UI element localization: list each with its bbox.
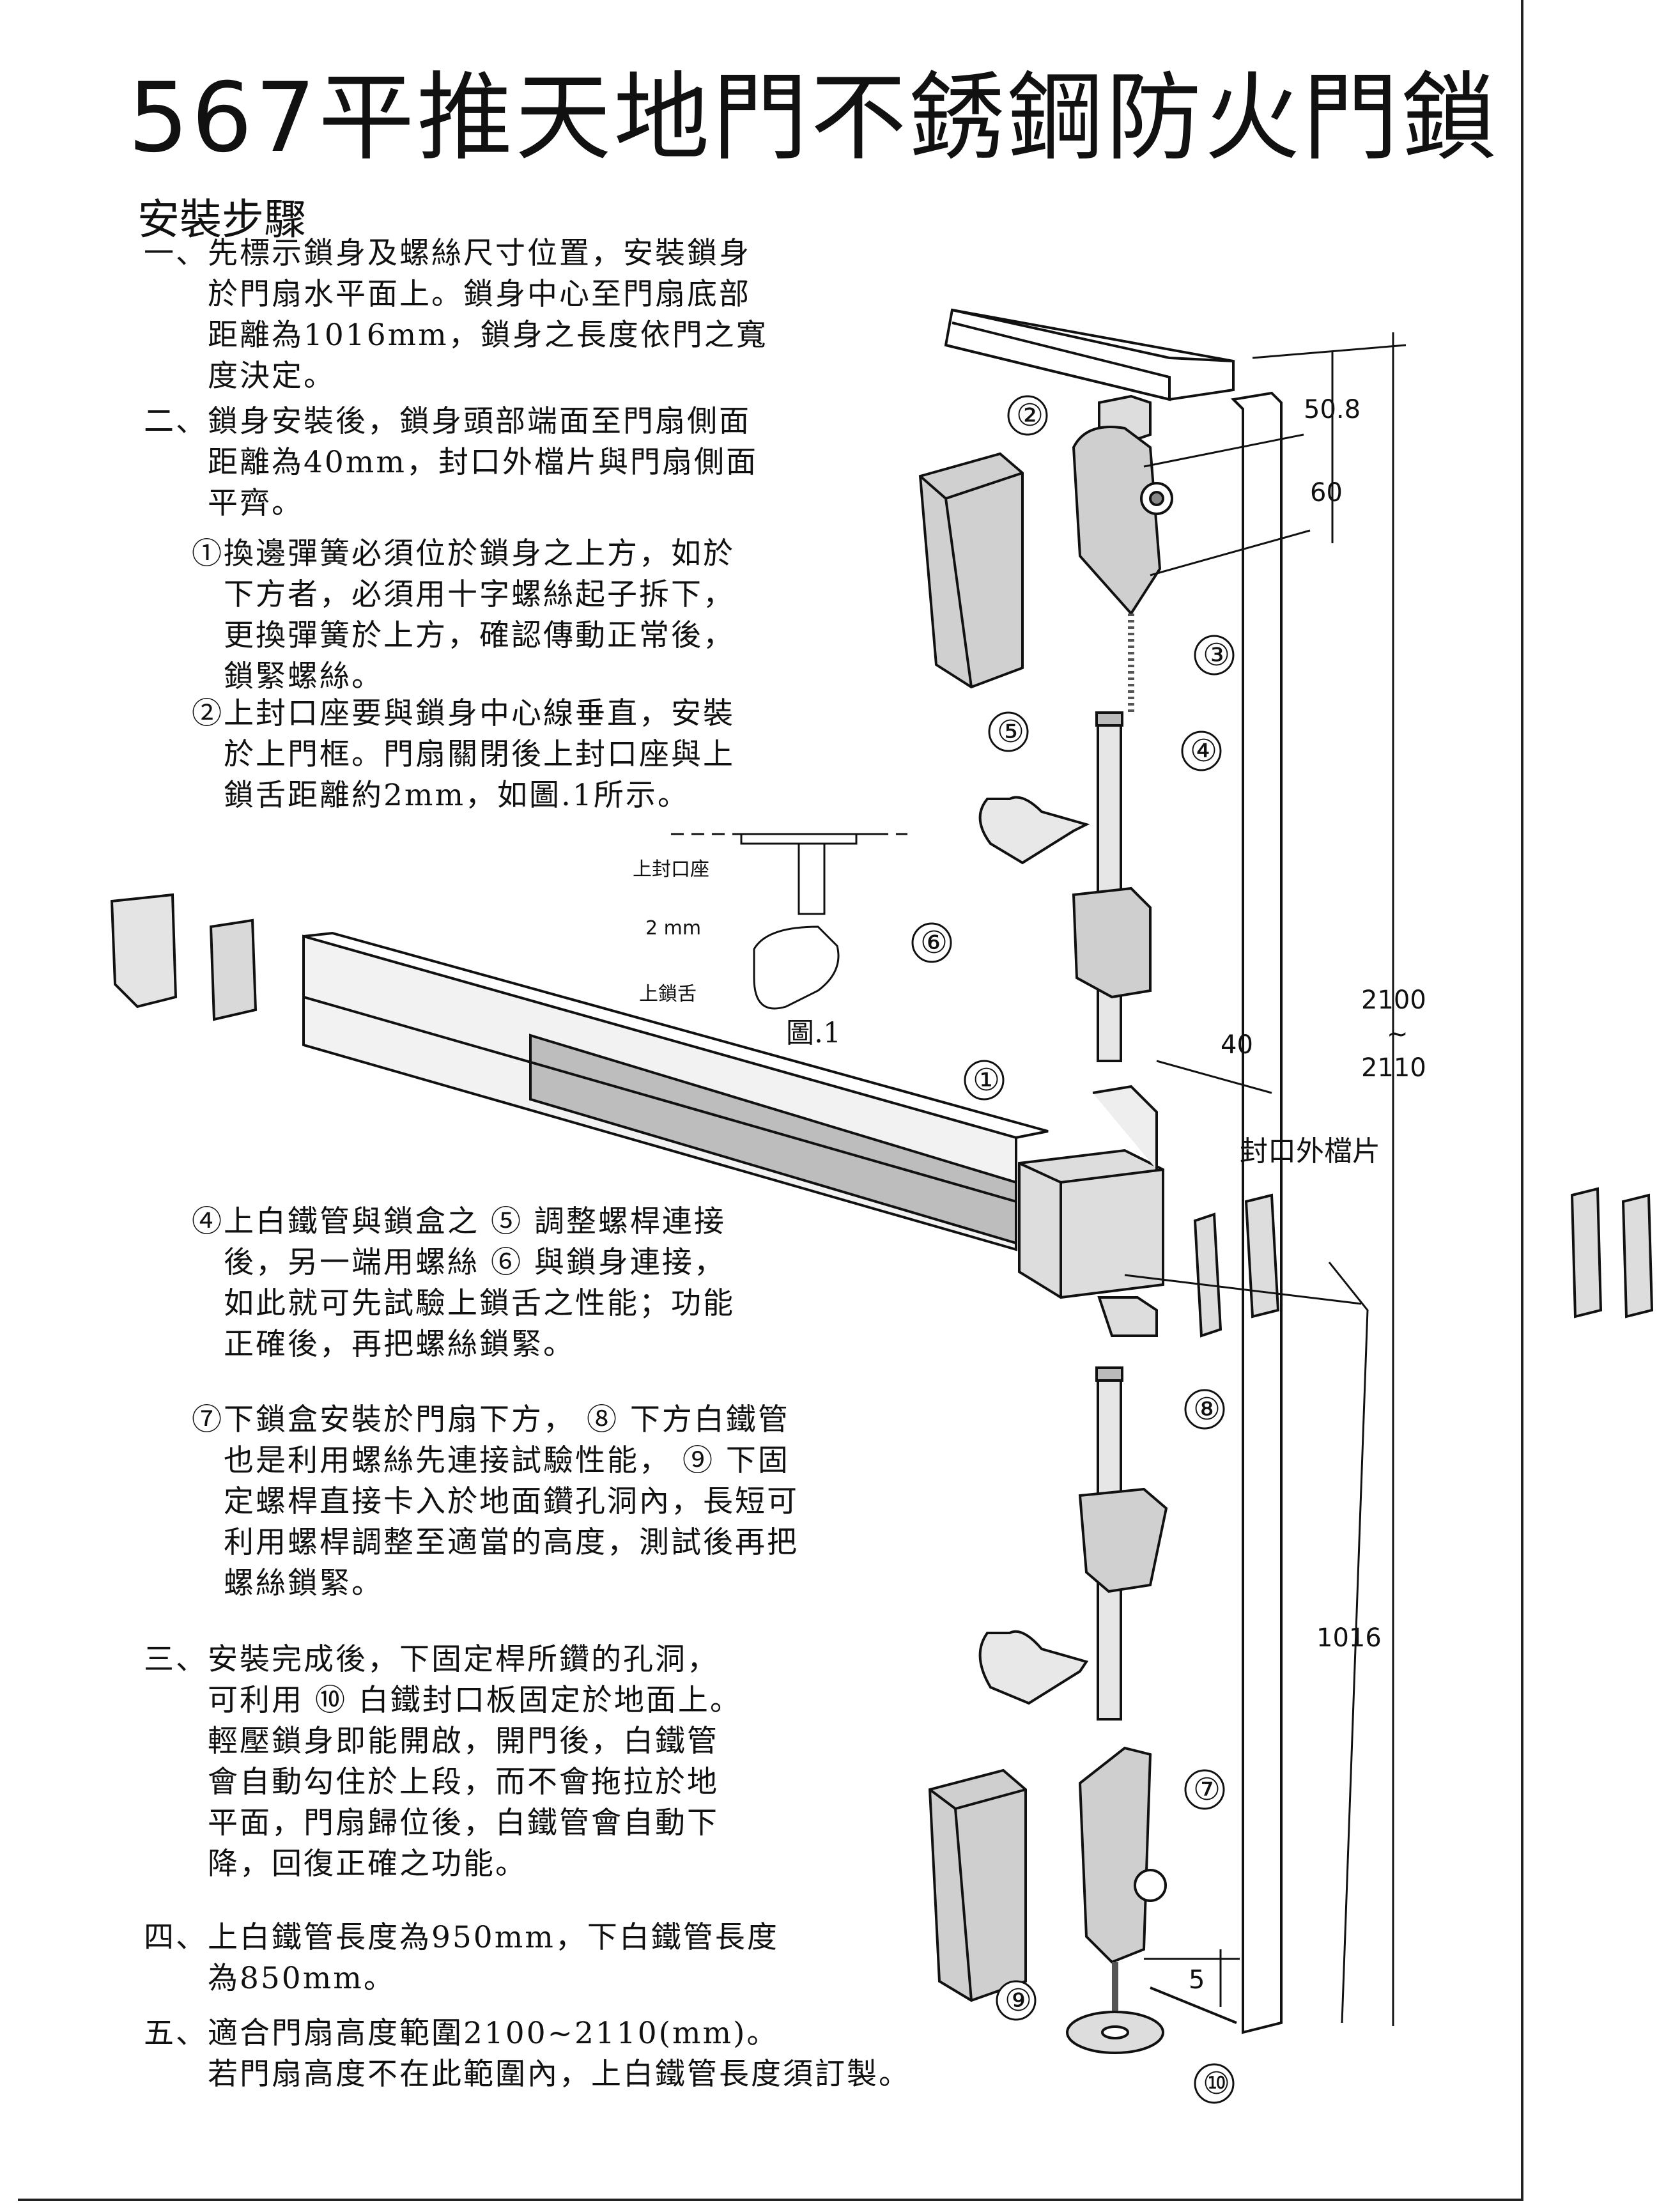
dim-40: 40 [1221,1030,1253,1060]
callout-6: ⑥ [920,925,948,961]
dim-tilde: ~ [1387,1019,1408,1049]
upper-tube [1095,711,1123,1062]
step-2-text: 二、鎖身安裝後，鎖身頭部端面至門扇側面 距離為40mm，封口外檔片與門扇側面 平… [144,404,758,521]
step-note-4: ④上白鐵管與鎖盒之 ⑤ 調整螺桿連接 後，另一端用螺絲 ⑥ 與鎖身連接， 如此就… [192,1204,735,1362]
dim-1016: 1016 [1316,1623,1382,1653]
step-1-text: 一、先標示鎖身及螺絲尺寸位置，安裝鎖身 於門扇水平面上。鎖身中心至門扇底部 距離… [144,236,768,394]
page-border [18,0,1523,2201]
top-latch-assembly [1072,394,1173,716]
center-lock-case [1018,1085,1164,1337]
inset-gap-label: 2 mm [645,917,702,940]
step-4-text: 四、上白鐵管長度為950mm，下白鐵管長度 為850mm。 [144,1920,779,1996]
lower-guide [1078,1487,1168,1593]
dim-2100: 2100 [1361,986,1426,1015]
side-plate-label: 封口外檔片 [1240,1135,1380,1168]
step-5-text: 五、適合門扇高度範圍2100~2110(mm)。 若門扇高度不在此範圍內，上白鐵… [144,2016,911,2092]
callout-8: ⑧ [1193,1391,1221,1427]
dim-5: 5 [1189,1965,1205,1995]
inset-figure-1 [671,833,907,1010]
lower-cover [928,1768,1027,2002]
upper-guide [1072,886,1152,999]
callout-9: ⑨ [1005,1983,1033,2018]
inset-latch-label: 上鎖舌 [639,983,697,1005]
dim-60: 60 [1310,478,1343,507]
dim-50-8: 50.8 [1304,395,1361,424]
page-subtitle: 安裝步驟 [137,195,306,244]
step-2-note-1: ①換邊彈簧必須位於鎖身之上方，如於 下方者，必須用十字螺絲起子拆下， 更換彈簧於… [192,536,735,694]
floor-plate [1066,2011,1164,2054]
callout-10: ⑩ [1203,2066,1231,2101]
end-cap [110,893,258,1021]
top-cover [918,452,1024,689]
callout-1: ① [973,1062,1001,1098]
callout-7: ⑦ [1193,1772,1221,1807]
step-note-7: ⑦下鎖盒安裝於門扇下方， ⑧ 下方白鐵管 也是利用螺絲先連接試驗性能， ⑨ 下固… [192,1402,799,1601]
step-3-text: 三、安裝完成後，下固定桿所鑽的孔洞， 可利用 ⑩ 白鐵封口板固定於地面上。 輕壓… [144,1642,742,1882]
lower-clamp [978,1630,1089,1705]
strike-plates [1193,1187,1654,1338]
push-bar [302,931,1049,1251]
inset-caption: 圖.1 [786,1017,841,1049]
top-door-frame [944,308,1235,401]
dim-2110: 2110 [1361,1053,1426,1083]
callout-2: ② [1016,398,1044,433]
lower-latch-assembly [1078,1746,1167,2013]
upper-clamp [978,796,1090,865]
callout-4: ④ [1190,733,1218,769]
step-2-note-2: ②上封口座要與鎖身中心線垂直，安裝 於上門框。門扇關閉後上封口座與上 鎖舌距離約… [192,696,735,813]
callout-3: ③ [1203,637,1231,673]
callout-markers [911,395,1235,2104]
page-title: 567平推天地門不銹鋼防火門鎖 [128,63,1500,174]
callout-5: ⑤ [997,714,1025,750]
inset-top-seat-label: 上封口座 [633,858,709,881]
